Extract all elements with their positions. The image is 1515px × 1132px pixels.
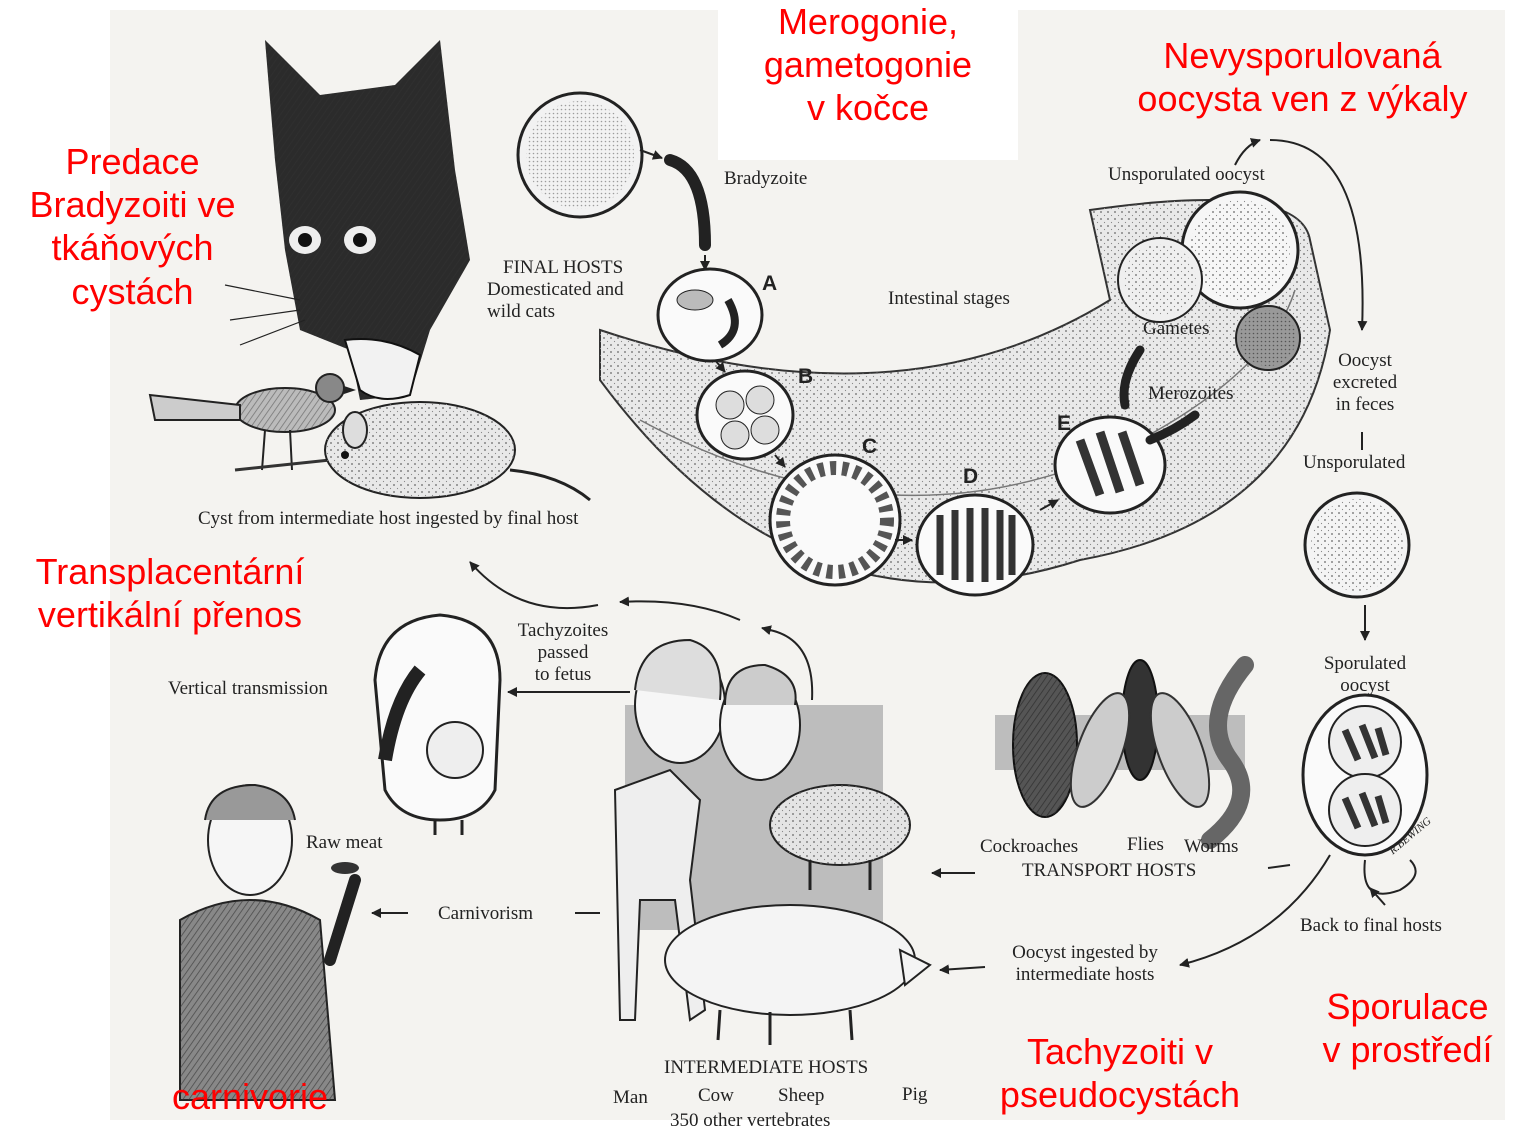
- oocyst-excreted-label: Oocyst excreted in feces: [1320, 350, 1410, 416]
- gametes-label: Gametes: [1143, 318, 1209, 340]
- raw-meat-label: Raw meat: [306, 832, 383, 854]
- stage-a-icon: [658, 269, 762, 361]
- predation-annotation: Predace Bradyzoiti ve tkáňových cystách: [5, 140, 260, 313]
- transport-hosts-label: TRANSPORT HOSTS: [1022, 860, 1196, 882]
- stage-e-letter: E: [1057, 412, 1071, 436]
- back-to-final-label: Back to final hosts: [1300, 915, 1442, 937]
- stage-d-letter: D: [963, 465, 978, 489]
- unsporulated-label: Unsporulated: [1303, 452, 1405, 474]
- carnivory-annotation: carnivorie: [150, 1075, 350, 1118]
- env-unsporulated-oocyst-icon: [1305, 493, 1409, 597]
- cow-label: Cow: [698, 1085, 734, 1107]
- unsporulated-out-annotation: Nevysporulovaná oocysta ven z výkaly: [1100, 34, 1505, 120]
- flies-label: Flies: [1127, 834, 1164, 856]
- tissue-cyst-icon: [518, 93, 642, 217]
- stage-b-letter: B: [798, 365, 813, 389]
- stage-b-icon: [697, 371, 793, 459]
- woman-icon: [635, 640, 725, 763]
- stage-c-letter: C: [862, 435, 877, 459]
- intermediate-hosts-label: INTERMEDIATE HOSTS: [664, 1057, 868, 1079]
- man-icon: [720, 665, 800, 780]
- stage-d-icon: [917, 495, 1033, 595]
- unsporulated-oocyst-label: Unsporulated oocyst: [1108, 164, 1265, 186]
- sporulation-annotation: Sporulace v prostředí: [1305, 985, 1510, 1071]
- sheep-label: Sheep: [778, 1085, 824, 1107]
- stage-c-icon: [770, 455, 900, 585]
- sporulated-oocyst-label: Sporulated oocyst: [1310, 653, 1420, 697]
- merozoites-label: Merozoites: [1148, 383, 1233, 405]
- oocyst-ingested-label: Oocyst ingested by intermediate hosts: [985, 942, 1185, 986]
- final-hosts-label: FINAL HOSTS Domesticated and wild cats: [487, 257, 624, 323]
- cockroach-icon: [1013, 673, 1077, 817]
- merogony-annotation: Merogonie, gametogonie v kočce: [728, 0, 1008, 130]
- intestinal-stages-label: Intestinal stages: [888, 288, 1010, 310]
- other-vertebrates-label: 350 other vertebrates: [670, 1110, 830, 1132]
- tachyzoites-annotation: Tachyzoiti v pseudocystách: [975, 1030, 1265, 1116]
- stage-e-icon: [1055, 417, 1165, 513]
- bradyzoite-label: Bradyzoite: [724, 168, 807, 190]
- vertical-transmission-label: Vertical transmission: [168, 678, 328, 700]
- worms-label: Worms: [1184, 836, 1238, 858]
- cockroaches-label: Cockroaches: [980, 836, 1078, 858]
- cyst-ingested-label: Cyst from intermediate host ingested by …: [198, 508, 578, 530]
- pig-label: Pig: [902, 1084, 927, 1106]
- carnivorism-label: Carnivorism: [438, 903, 533, 925]
- fetus-icon: [375, 615, 500, 835]
- tachyzoites-passed-label: Tachyzoites passed to fetus: [508, 620, 618, 686]
- man-label: Man: [613, 1087, 648, 1109]
- transplacental-annotation: Transplacentární vertikální přenos: [5, 550, 335, 636]
- stage-a-letter: A: [762, 272, 777, 296]
